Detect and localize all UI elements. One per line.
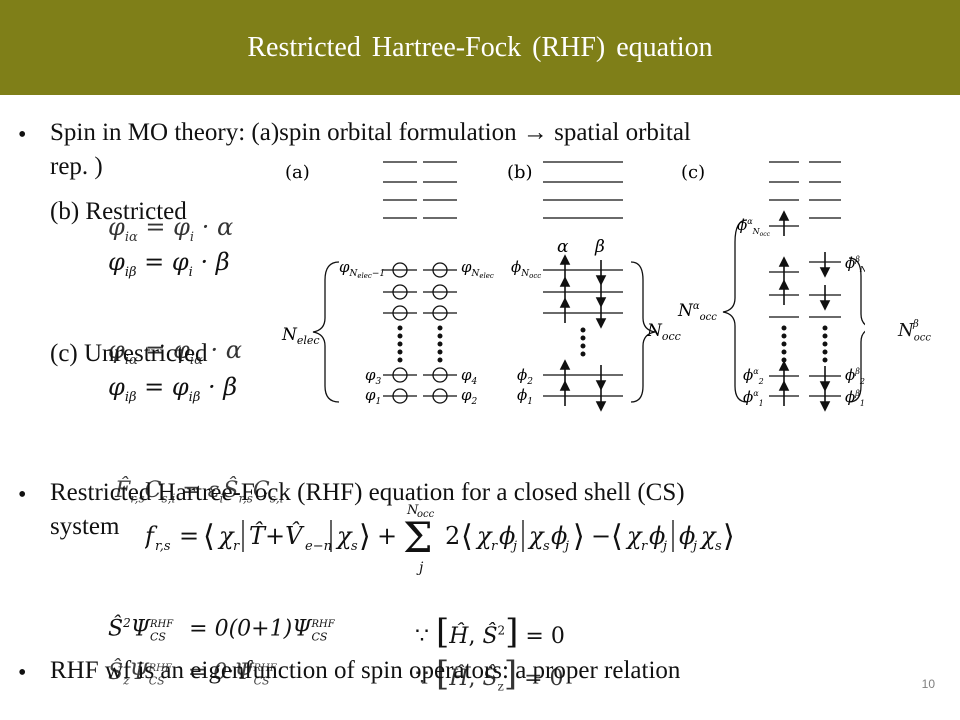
svg-text:s: s bbox=[715, 539, 722, 554]
svg-text:⟩: ⟩ bbox=[723, 519, 735, 554]
svg-text:φ1: φ1 bbox=[365, 386, 381, 407]
svg-text:ϕNocc: ϕNocc bbox=[511, 258, 541, 280]
eq-roothaan: F̂r,sCs,i = εiŜr,sCs,i bbox=[115, 478, 284, 506]
svg-text:φNelec: φNelec bbox=[461, 258, 494, 280]
svg-text:+: + bbox=[377, 522, 397, 550]
svg-text:=: = bbox=[179, 522, 199, 550]
bullet1-line1: Spin in MO theory: (a)spin orbital formu… bbox=[50, 119, 691, 146]
svg-text:χ: χ bbox=[217, 522, 235, 550]
svg-text:j: j bbox=[690, 539, 697, 554]
svg-text:χ: χ bbox=[475, 522, 493, 550]
svg-text:⟩: ⟩ bbox=[573, 519, 585, 554]
orbital-diagram: (a) (b) (c) bbox=[281, 161, 865, 412]
svg-text:ϕ: ϕ bbox=[551, 522, 567, 550]
n-beta-occ-label: Noccβ bbox=[898, 319, 931, 344]
svg-text:⟨: ⟨ bbox=[203, 519, 215, 554]
svg-text:r: r bbox=[641, 539, 648, 554]
svg-text:j: j bbox=[510, 539, 517, 554]
svg-text:N: N bbox=[406, 503, 419, 518]
svg-text:r,s: r,s bbox=[155, 539, 171, 554]
svg-text:e−n: e−n bbox=[305, 539, 332, 554]
slide-title: Restricted Hartree-Fock (RHF) equation bbox=[247, 32, 713, 63]
svg-text:Nαocc: Nαocc bbox=[677, 301, 717, 323]
bullet-dot: • bbox=[18, 482, 27, 508]
svg-text:j: j bbox=[416, 560, 424, 576]
bullet2-line1: Restricted Hartree-Fock (RHF) equation f… bbox=[50, 479, 685, 506]
svg-text:Σ: Σ bbox=[403, 513, 433, 562]
svg-text:j: j bbox=[660, 539, 667, 554]
svg-text:s: s bbox=[543, 539, 550, 554]
eq-unrestricted-alpha: φiα = φiα · α bbox=[108, 336, 242, 368]
eq-comm-s2: ∵ [Ĥ, Ŝ2] = 0 bbox=[415, 612, 565, 652]
alpha-label: α bbox=[557, 237, 569, 257]
svg-text:s: s bbox=[351, 539, 358, 554]
svg-text:χ: χ bbox=[335, 522, 353, 550]
bullet2-line2: system bbox=[50, 513, 120, 540]
restricted-label: (b) Restricted bbox=[50, 198, 187, 225]
svg-text:T̂+V̂: T̂+V̂ bbox=[249, 522, 305, 550]
svg-text:Nelec: Nelec bbox=[281, 325, 320, 347]
svg-text:χ: χ bbox=[699, 522, 717, 550]
bullet-dot: • bbox=[18, 122, 27, 148]
unrestricted-label: (c) Unrestricted bbox=[50, 340, 208, 367]
svg-text:φ3: φ3 bbox=[365, 366, 382, 387]
bullet1-line2: rep. ) bbox=[50, 153, 103, 180]
svg-text:ϕ: ϕ bbox=[649, 522, 665, 550]
svg-text:χ: χ bbox=[527, 522, 545, 550]
eq-restricted-beta: φiβ = φi · β bbox=[108, 248, 230, 280]
svg-text:ϕ2: ϕ2 bbox=[517, 366, 533, 387]
svg-text:ϕα2: ϕα2 bbox=[743, 366, 764, 386]
page-number: 10 bbox=[921, 677, 935, 691]
diagram-label-b: (b) bbox=[507, 162, 533, 183]
svg-text:r: r bbox=[491, 539, 498, 554]
svg-text:ϕαNocc: ϕαNocc bbox=[737, 216, 771, 238]
diagram-label-c: (c) bbox=[681, 162, 705, 183]
svg-text:φNelec−1: φNelec−1 bbox=[339, 258, 385, 280]
svg-text:occ: occ bbox=[417, 509, 435, 520]
svg-text:ϕ1: ϕ1 bbox=[517, 386, 533, 407]
svg-text:⟨: ⟨ bbox=[611, 519, 623, 554]
svg-text:χ: χ bbox=[625, 522, 643, 550]
eq-unrestricted-beta: φiβ = φiβ · β bbox=[108, 373, 238, 405]
svg-text:ϕ: ϕ bbox=[499, 522, 515, 550]
diagram-label-a: (a) bbox=[285, 162, 310, 183]
svg-text:⟩: ⟩ bbox=[359, 519, 371, 554]
eq-s2-eigen: Ŝ2ΨCSRHF= 0(0+1)ΨCSRHF bbox=[108, 616, 335, 644]
svg-text:ϕβ2: ϕβ2 bbox=[845, 366, 865, 386]
svg-text:φ2: φ2 bbox=[461, 386, 478, 407]
svg-text:ϕβ1: ϕβ1 bbox=[845, 388, 865, 408]
svg-text:φ4: φ4 bbox=[461, 366, 478, 387]
bullet-dot: • bbox=[18, 660, 27, 686]
eq-comm-sz: ∵ [Ĥ, Ŝz] = 0 bbox=[415, 654, 564, 694]
svg-text:ϕ: ϕ bbox=[679, 522, 695, 550]
svg-text:−: − bbox=[591, 522, 611, 550]
eq-restricted-alpha: φiα = φi · α bbox=[108, 213, 234, 245]
svg-text:Nocc: Nocc bbox=[646, 321, 681, 343]
svg-text:⟨: ⟨ bbox=[461, 519, 473, 554]
bullet3-line1: RHF wf is an eigenfunction of spin opera… bbox=[50, 657, 681, 684]
svg-text:2: 2 bbox=[445, 522, 460, 550]
svg-text:j: j bbox=[562, 539, 569, 554]
svg-text:ϕα1: ϕα1 bbox=[743, 388, 764, 408]
eq-sz-eigen: ŜzΨCSRHF= 0·ΨCSRHF bbox=[108, 660, 277, 688]
beta-label: β bbox=[594, 237, 605, 257]
svg-text:ϕβNocc: ϕβNocc bbox=[845, 254, 865, 276]
svg-text:r: r bbox=[233, 539, 240, 554]
title-bar bbox=[0, 0, 960, 95]
